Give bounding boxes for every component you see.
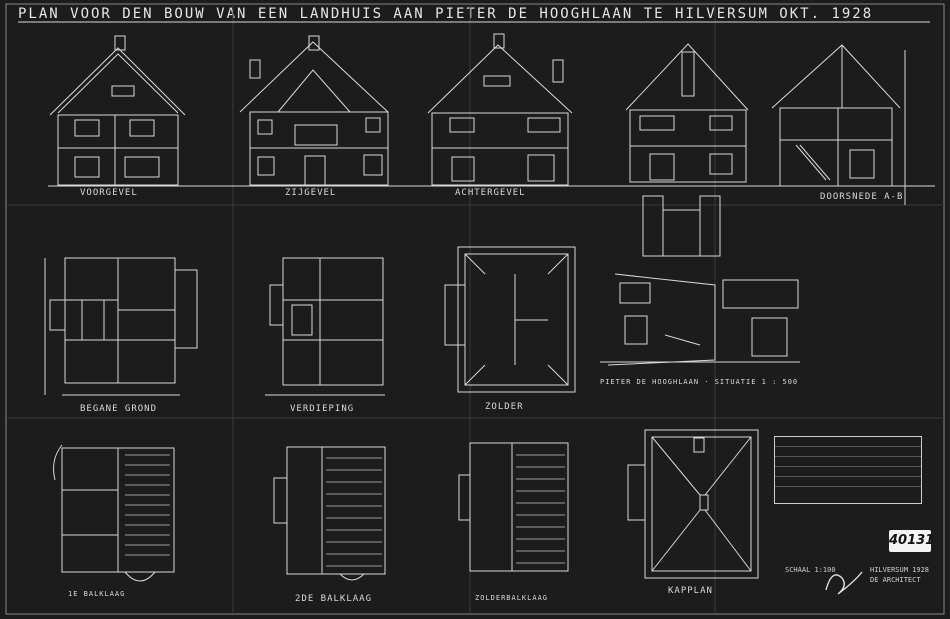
rear-elevation — [427, 33, 573, 186]
cross-section — [771, 44, 906, 205]
chimney-detail — [642, 195, 721, 257]
rear-elevation-label: ACHTERGEVEL — [455, 188, 526, 198]
first-floor-label: VERDIEPING — [290, 404, 355, 414]
beam-plan-2-label: 2de BALKLAAG — [295, 594, 373, 604]
first-beam-plan — [53, 444, 175, 582]
situation-label: PIETER DE HOOGHLAAN · SITUATIE 1 : 500 — [600, 378, 799, 386]
side-elevation-label: ZIJGEVEL — [285, 188, 337, 198]
sheet-title: PLAN VOOR DEN BOUW VAN EEN LANDHUIS AAN … — [18, 6, 874, 22]
roof-plan-label: KAPPLAN — [668, 586, 713, 596]
archive-number-tag: 40131 — [889, 530, 934, 552]
ground-floor-label: BEGANE GROND — [80, 404, 158, 414]
author-note: DE ARCHITECT — [870, 576, 921, 584]
roof-plan — [627, 429, 759, 579]
side-elevation-2 — [625, 43, 749, 183]
first-floor-plan — [265, 257, 385, 396]
front-elevation-label: VOORGEVEL — [80, 188, 138, 198]
section-label: DOORSNEDE A-B — [820, 192, 904, 202]
situation-plan — [600, 273, 800, 366]
ground-floor-plan — [44, 257, 198, 396]
second-beam-plan — [273, 446, 386, 581]
attic-plan — [444, 246, 576, 393]
beam-plan-1-label: 1e BALKLAAG — [68, 590, 126, 598]
attic-label: ZOLDER — [485, 402, 524, 412]
front-elevation — [49, 35, 186, 186]
scale-note: SCHAAL 1:100 — [785, 566, 836, 574]
side-elevation — [239, 35, 389, 186]
legend-box — [774, 436, 922, 504]
place-date-note: HILVERSUM 1928 — [870, 566, 930, 574]
beam-plan-3-label: ZOLDERBALKLAAG — [475, 594, 549, 602]
attic-beam-plan — [458, 442, 569, 572]
